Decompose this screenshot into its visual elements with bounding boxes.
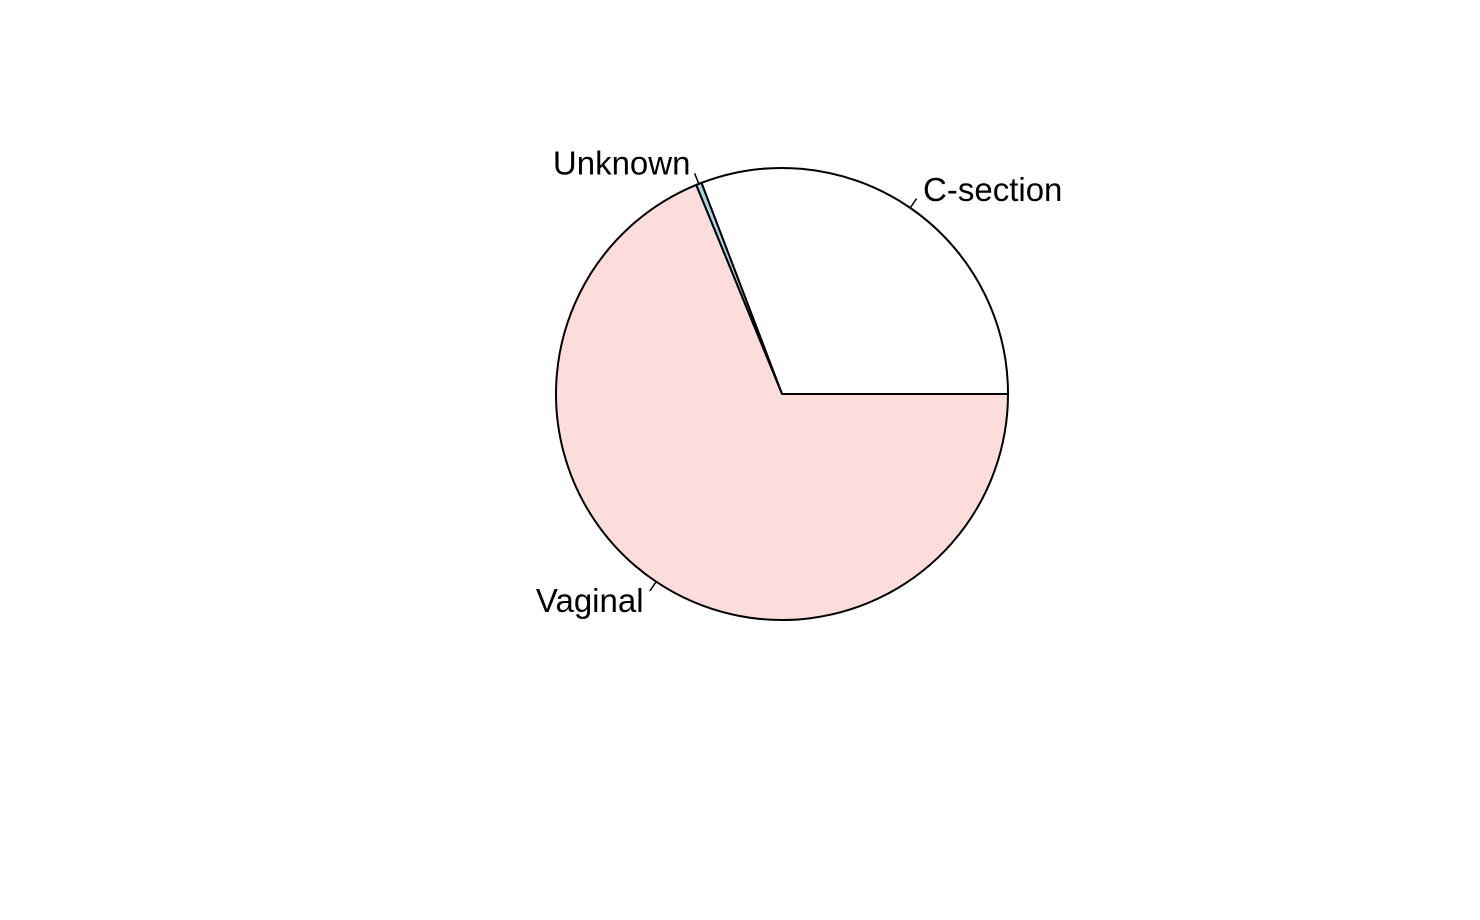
pie-label-tick: [909, 198, 918, 209]
pie-label-vaginal: Vaginal: [536, 582, 644, 619]
pie-label-c-section: C-section: [923, 171, 1062, 208]
pie-label-unknown: Unknown: [553, 144, 691, 181]
pie-slice-c-section: [700, 167, 1009, 395]
pie-slices: [555, 167, 1009, 621]
pie-label-tick: [649, 581, 657, 592]
pie-label-tick: [693, 173, 700, 185]
